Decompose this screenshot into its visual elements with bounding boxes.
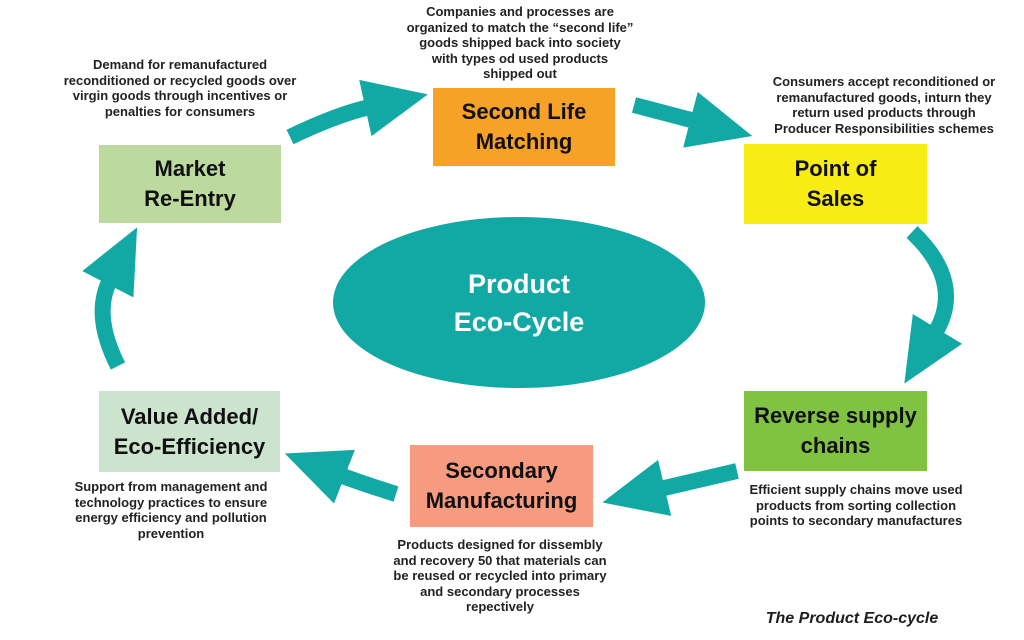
center-ellipse-label: Product Eco-Cycle: [453, 268, 585, 337]
node-value-added-eco-efficiency: Value Added/ Eco-Efficiency: [99, 391, 280, 472]
node-market-re-entry: Market Re-Entry: [99, 145, 281, 223]
diagram-caption: The Product Eco-cycle: [765, 610, 939, 627]
node-second-life-matching: Second Life Matching: [433, 88, 615, 166]
arrow-reverse-supply-to-secondary: [602, 459, 739, 516]
node-reverse-supply-chains: Reverse supply chains: [744, 391, 927, 471]
arrow-market-to-second-life: [286, 79, 428, 145]
annotation-reverse-supply-chains: Efficient supply chains move used produc…: [749, 482, 963, 528]
annotation-point-of-sales: Consumers accept reconditioned or remanu…: [772, 74, 996, 136]
node-point-of-sales: Point of Sales: [744, 144, 927, 224]
annotation-secondary-manufacturing: Products designed for dissembly and reco…: [393, 537, 607, 614]
node-secondary-manufacturing: Secondary Manufacturing: [410, 445, 593, 527]
annotation-market-re-entry: Demand for remanufactured reconditioned …: [63, 57, 297, 119]
arrow-value-added-to-market: [82, 227, 138, 370]
annotation-second-life-matching: Companies and processes are organized to…: [406, 4, 634, 81]
annotation-value-added: Support from management and technology p…: [74, 479, 268, 541]
arrow-secondary-to-value-added: [284, 449, 399, 504]
center-ellipse: Product Eco-Cycle: [333, 217, 705, 388]
arrow-second-life-to-point-of-sales: [631, 91, 753, 148]
arrow-point-of-sales-to-reverse-supply: [904, 226, 963, 384]
